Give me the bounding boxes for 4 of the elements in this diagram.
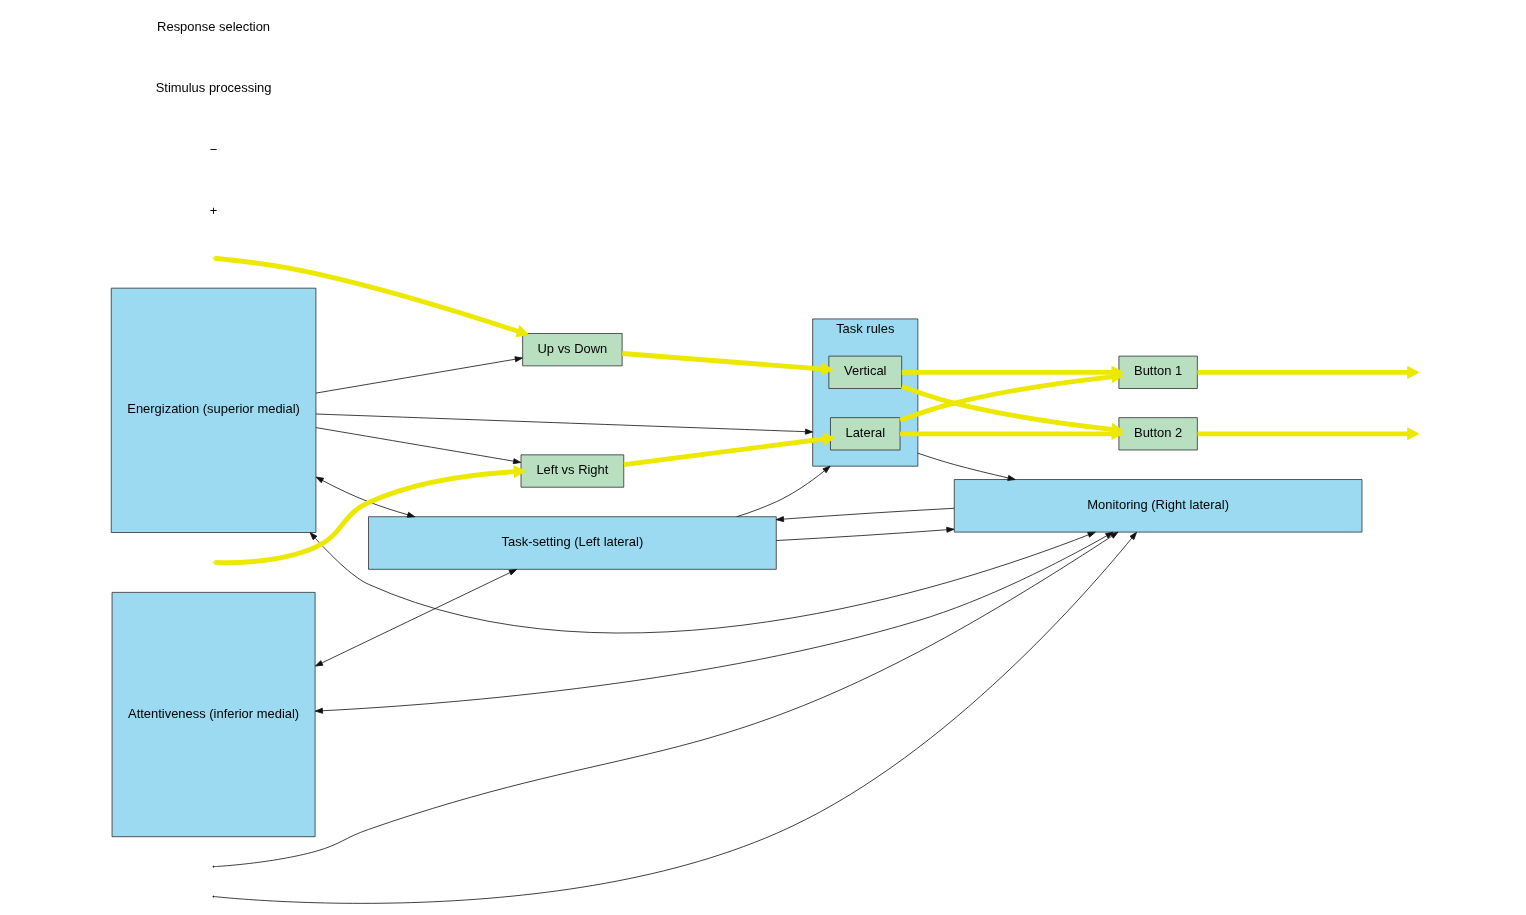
label: + [209,203,217,219]
label: Stimulus processing [155,80,271,96]
label: Response selection [156,18,270,34]
label: − [209,141,217,157]
